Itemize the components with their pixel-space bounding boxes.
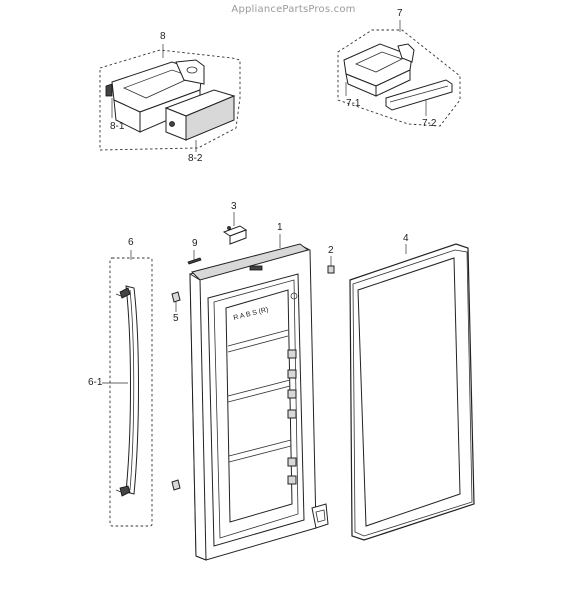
callout-8-2: 8-2 [188, 153, 203, 164]
callout-6-1: 6-1 [88, 377, 103, 388]
shelf-group-7 [337, 20, 461, 127]
part-5-caps [171, 291, 181, 491]
callout-3: 3 [231, 201, 237, 212]
part-1-door: R A B S (R) [189, 234, 329, 561]
callout-7: 7 [397, 8, 403, 19]
part-4-gasket [349, 243, 475, 541]
callout-7-1: 7-1 [346, 98, 361, 109]
part-6-1-handle [115, 285, 139, 497]
bin-group-8 [99, 44, 241, 152]
part-9-screw [187, 250, 202, 265]
watermark: AppliancePartsPros.com [231, 4, 356, 15]
group-6-dashed-outline [109, 257, 153, 527]
group-7-dashed-outline [337, 29, 461, 127]
callout-8-1: 8-1 [110, 121, 125, 132]
part-3-hinge [222, 212, 248, 245]
part-6-handle-assembly [102, 250, 153, 527]
part-2-cap [327, 256, 335, 274]
callout-1: 1 [277, 222, 283, 233]
part-7-2-trim [385, 79, 453, 111]
callout-7-2: 7-2 [422, 118, 437, 129]
callout-8: 8 [160, 31, 166, 42]
part-7-1-shelf [343, 43, 415, 97]
part-8-2-cover [164, 89, 236, 141]
callout-9: 9 [192, 238, 198, 249]
callout-6: 6 [128, 237, 134, 248]
group-8-dashed-outline [99, 49, 241, 151]
callout-2: 2 [328, 245, 334, 256]
callout-4: 4 [403, 233, 409, 244]
callout-5: 5 [173, 313, 179, 324]
